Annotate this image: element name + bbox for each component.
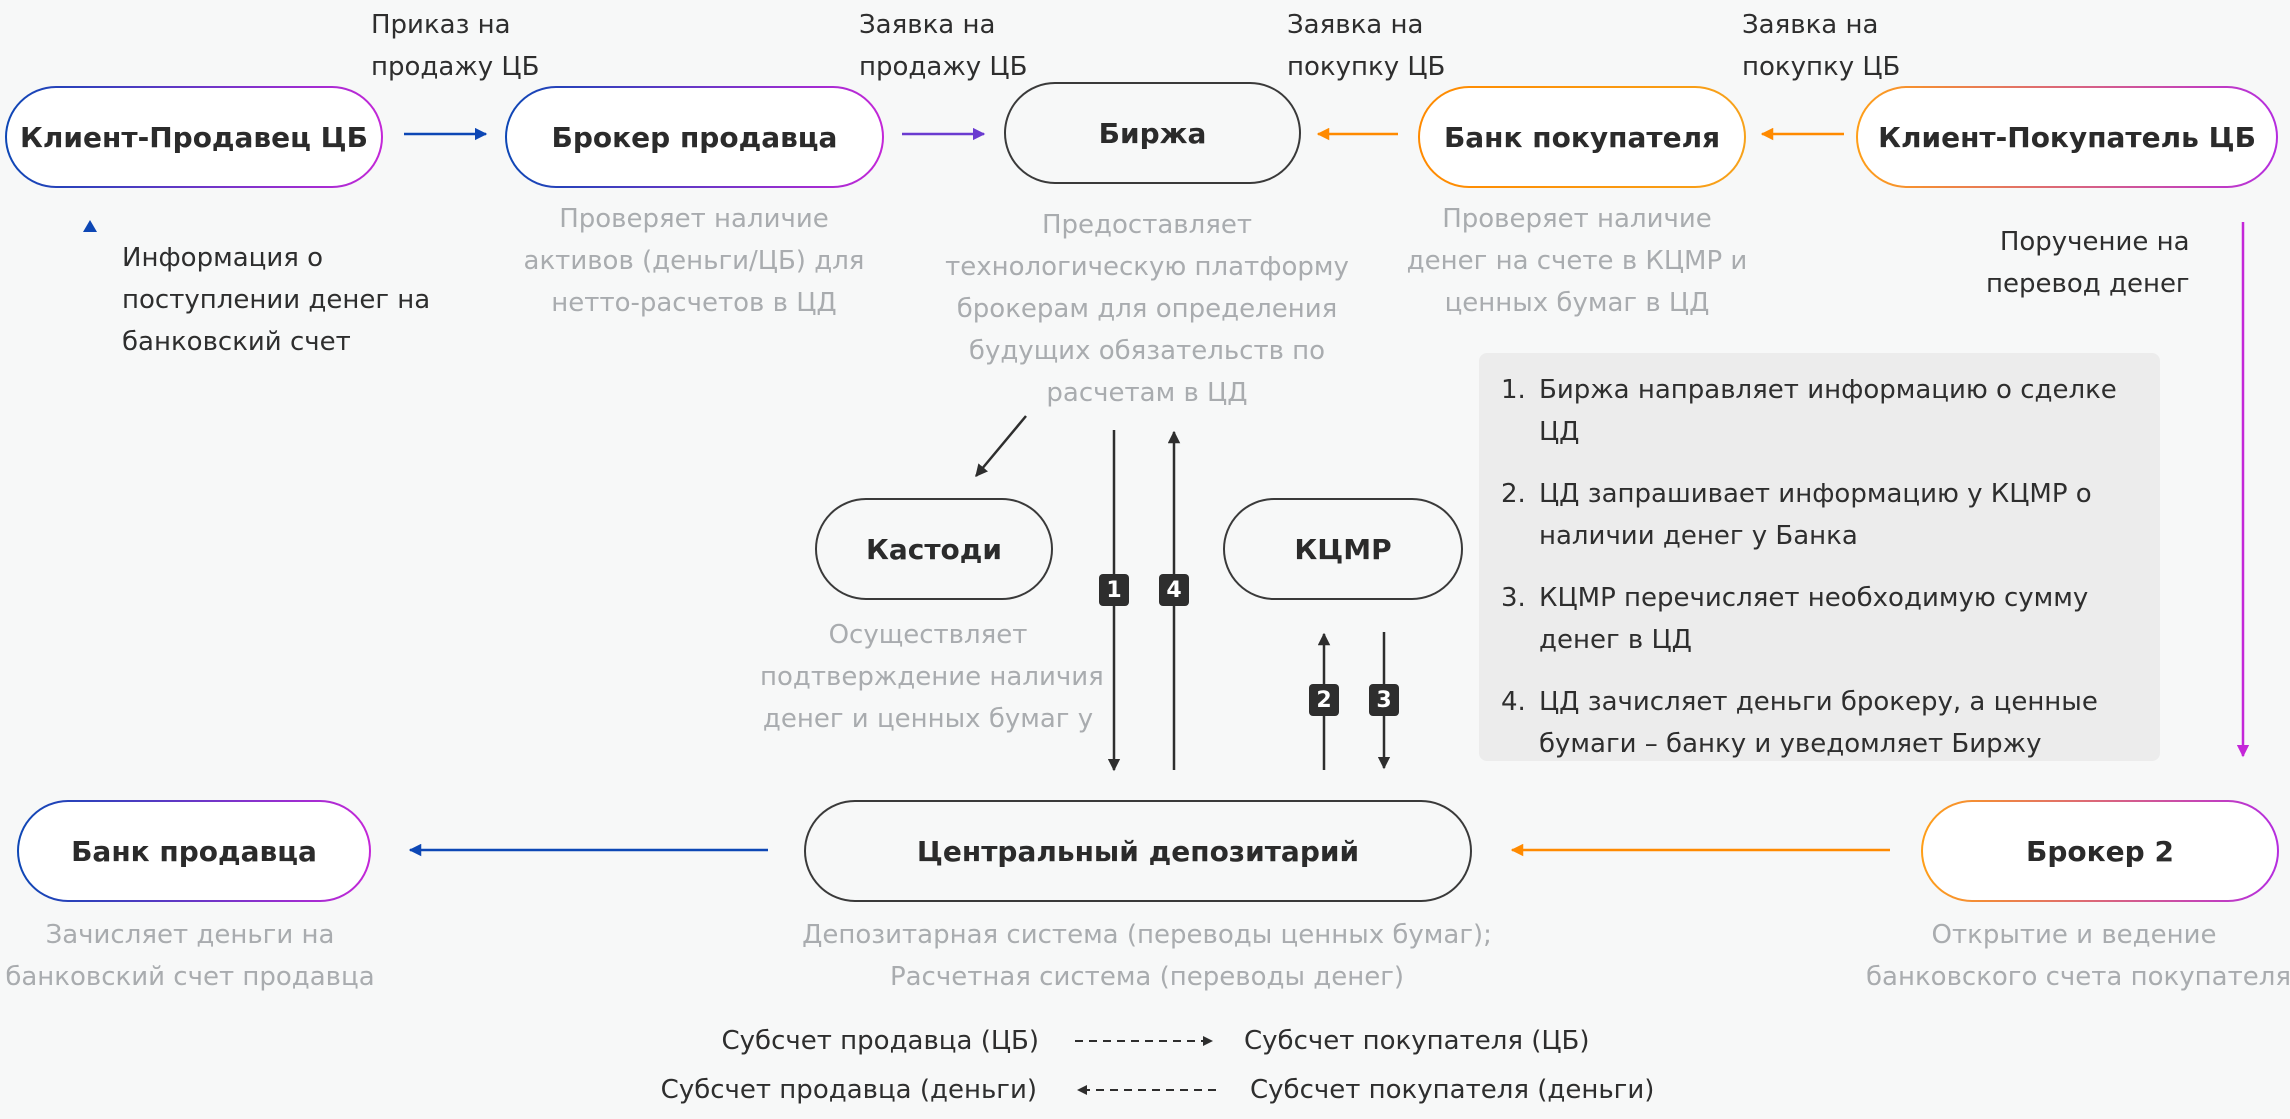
label-request-sale: Заявка на продажу ЦБ xyxy=(859,4,1027,88)
label-line: перевод денег xyxy=(1986,269,2190,299)
arrow-exchange-to-custody xyxy=(975,415,1027,477)
desc-line: будущих обязательств по xyxy=(968,336,1326,366)
node-bank-seller: Банк продавца xyxy=(17,800,371,902)
step-text: Биржа направляет информацию о сделке ЦД xyxy=(1539,375,2117,447)
badge-step-1: 1 xyxy=(1099,574,1129,606)
desc-bank-buyer: Проверяет наличие денег на счете в КЦМР … xyxy=(1404,198,1750,324)
node-broker2: Брокер 2 xyxy=(1921,800,2279,902)
desc-line: Открытие и ведение xyxy=(1931,920,2217,950)
desc-broker-seller: Проверяет наличие активов (деньги/ЦБ) дл… xyxy=(522,198,866,324)
node-exchange: Биржа xyxy=(1004,82,1301,184)
desc-line: активов (деньги/ЦБ) для xyxy=(523,246,865,276)
node-client-seller: Клиент-Продавец ЦБ xyxy=(5,86,383,188)
desc-line: Расчетная система (переводы денег) xyxy=(889,962,1405,992)
label-request-buy-client: Заявка на покупку ЦБ xyxy=(1742,4,1900,88)
step-item: 1. Биржа направляет информацию о сделке … xyxy=(1501,369,2140,453)
label-transfer-order: Поручение на перевод денег xyxy=(1986,221,2190,305)
label-line: Информация о xyxy=(122,243,324,273)
label-line: покупку ЦБ xyxy=(1287,52,1446,82)
label-line: банковский счет xyxy=(122,327,351,357)
step-text: ЦД запрашивает информацию у КЦМР о налич… xyxy=(1539,479,2092,551)
desc-bank-seller: Зачисляет деньги на банковский счет прод… xyxy=(4,914,376,998)
legend-securities-from: Субсчет продавца (ЦБ) xyxy=(721,1026,1039,1056)
desc-exchange: Предоставляет технологическую платформу … xyxy=(944,204,1350,414)
desc-line: расчетам в ЦД xyxy=(1046,378,1248,408)
desc-line: банковского счета покупателя xyxy=(1866,962,2290,992)
node-bank-buyer: Банк покупателя xyxy=(1418,86,1746,188)
label-line: покупку ЦБ xyxy=(1742,52,1901,82)
desc-broker2: Открытие и ведение банковского счета пок… xyxy=(1866,914,2290,998)
desc-central-depository: Депозитарная система (переводы ценных бу… xyxy=(790,914,1504,998)
badge-step-3: 3 xyxy=(1369,684,1399,716)
node-custody: Кастоди xyxy=(815,498,1053,600)
desc-line: банковский счет продавца xyxy=(5,962,375,992)
step-text: ЦД зачисляет деньги брокеру, а ценные бу… xyxy=(1539,687,2098,759)
node-central-depository: Центральный депозитарий xyxy=(804,800,1472,902)
label-order-sale: Приказ на продажу ЦБ xyxy=(371,4,539,88)
step-item: 3. КЦМР перечисляет необходимую сумму де… xyxy=(1501,577,2140,661)
label-line: Заявка на xyxy=(1287,10,1424,40)
step-text: КЦМР перечисляет необходимую сумму денег… xyxy=(1539,583,2089,655)
arrowhead-left-vertical xyxy=(83,220,97,232)
steps-panel: 1. Биржа направляет информацию о сделке … xyxy=(1479,353,2160,761)
step-item: 4. ЦД зачисляет деньги брокеру, а ценные… xyxy=(1501,681,2140,765)
legend-money-from: Субсчет продавца (деньги) xyxy=(660,1075,1037,1105)
label-money-info: Информация о поступлении денег на банков… xyxy=(122,237,430,363)
desc-custody: Осуществляет подтверждение наличия денег… xyxy=(760,614,1104,740)
label-line: продажу ЦБ xyxy=(859,52,1028,82)
step-item: 2. ЦД запрашивает информацию у КЦМР о на… xyxy=(1501,473,2140,557)
step-number: 2. xyxy=(1501,479,1526,509)
desc-line: технологическую платформу xyxy=(945,252,1349,282)
label-line: Поручение на xyxy=(1999,227,2190,257)
label-line: Заявка на xyxy=(859,10,996,40)
desc-line: Депозитарная система (переводы ценных бу… xyxy=(802,920,1492,950)
label-line: Заявка на xyxy=(1742,10,1879,40)
desc-line: ценных бумаг в ЦД xyxy=(1444,288,1710,318)
legend-securities-to: Субсчет покупателя (ЦБ) xyxy=(1244,1026,1590,1056)
label-request-buy-bank: Заявка на покупку ЦБ xyxy=(1287,4,1445,88)
step-number: 4. xyxy=(1501,687,1526,717)
desc-line: нетто-расчетов в ЦД xyxy=(551,288,837,318)
label-line: продажу ЦБ xyxy=(371,52,540,82)
legend-money-to: Субсчет покупателя (деньги) xyxy=(1250,1075,1655,1105)
desc-line: денег на счете в КЦМР и xyxy=(1406,246,1748,276)
label-line: Приказ на xyxy=(371,10,511,40)
badge-step-2: 2 xyxy=(1309,684,1339,716)
step-number: 1. xyxy=(1501,375,1526,405)
desc-line: Проверяет наличие xyxy=(1442,204,1712,234)
node-kcmr: КЦМР xyxy=(1223,498,1463,600)
desc-line: Проверяет наличие xyxy=(559,204,829,234)
desc-line: Зачисляет деньги на xyxy=(45,920,335,950)
desc-line: денег и ценных бумаг у xyxy=(762,704,1094,734)
node-broker-seller: Брокер продавца xyxy=(505,86,884,188)
desc-line: Осуществляет xyxy=(828,620,1028,650)
desc-line: Предоставляет xyxy=(1041,210,1253,240)
desc-line: брокерам для определения xyxy=(956,294,1338,324)
desc-line: подтверждение наличия xyxy=(760,662,1104,692)
label-line: поступлении денег на xyxy=(122,285,431,315)
step-number: 3. xyxy=(1501,583,1526,613)
badge-step-4: 4 xyxy=(1159,574,1189,606)
node-client-buyer: Клиент-Покупатель ЦБ xyxy=(1856,86,2278,188)
